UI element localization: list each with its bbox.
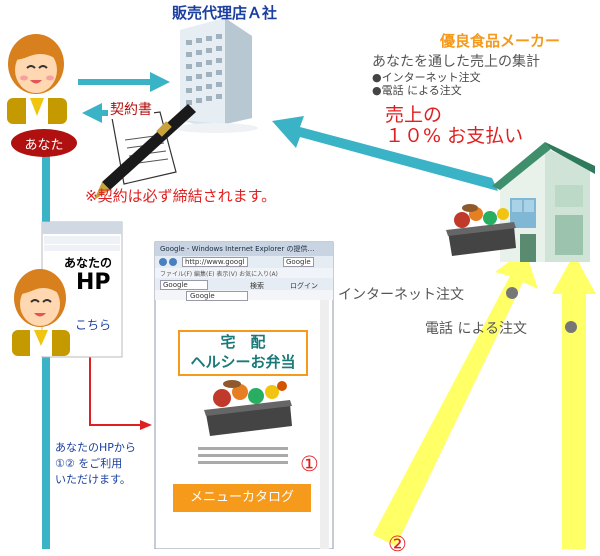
you-person-icon bbox=[7, 34, 67, 124]
arrow-to-agency bbox=[78, 72, 170, 92]
browser-search-button[interactable]: 検索 bbox=[250, 282, 264, 290]
fountain-pen-icon bbox=[94, 104, 196, 200]
usage-note-line2: ①② をご利用 bbox=[55, 457, 123, 470]
browser-menu: ファイル(F) 編集(E) 表示(V) お気に入り(A) bbox=[160, 271, 278, 278]
menu-catalog-button[interactable]: メニューカタログ bbox=[173, 484, 311, 512]
agency-title: 販売代理店Ａ社 bbox=[172, 4, 278, 22]
usage-note-line3: いただけます。 bbox=[55, 473, 131, 486]
payout-line1: 売上の bbox=[385, 104, 443, 126]
bento-heading-line2: ヘルシーお弁当 bbox=[190, 353, 296, 371]
internet-order-label: インターネット注文 bbox=[338, 287, 464, 303]
bento-heading-box bbox=[178, 330, 308, 376]
browser-address[interactable]: http://www.googl bbox=[182, 257, 248, 267]
contract-note: ※契約は必ず締結されます。 bbox=[85, 187, 277, 205]
maker-bento-icon bbox=[446, 204, 516, 256]
maker-title: 優良食品メーカー bbox=[440, 32, 561, 50]
arrow-maker-to-agency bbox=[272, 116, 498, 191]
marker-1: ① bbox=[300, 452, 319, 476]
bento-heading-line1: 宅 配 bbox=[220, 333, 266, 351]
yellow-arrow-phone bbox=[552, 254, 596, 549]
browser-search-box[interactable]: Google bbox=[160, 280, 208, 290]
maker-bullet-phone: ●電話 による注文 bbox=[372, 84, 462, 97]
hp-card-link[interactable]: こちら bbox=[75, 318, 112, 332]
hp-card-line2: HP bbox=[76, 270, 111, 295]
browser-text-lines bbox=[198, 447, 288, 464]
agency-building-icon bbox=[174, 18, 258, 133]
browser-bento-icon bbox=[204, 379, 292, 436]
marker-2: ② bbox=[388, 532, 407, 556]
contract-label: 契約書 bbox=[108, 99, 154, 119]
maker-building-icon bbox=[492, 142, 595, 262]
you-badge-bg bbox=[11, 129, 77, 157]
you-badge: あなた bbox=[24, 138, 64, 153]
maker-summary: あなたを通した売上の集計 bbox=[372, 54, 540, 70]
internet-order-dot bbox=[506, 287, 518, 299]
browser-login-button[interactable]: ログイン bbox=[290, 282, 318, 290]
usage-note-line1: あなたのHPから bbox=[55, 441, 136, 454]
yellow-arrow-internet bbox=[373, 250, 538, 546]
browser-page-tab[interactable]: Google bbox=[186, 291, 248, 301]
payout-line2: １０% お支払い bbox=[385, 125, 524, 147]
phone-order-dot bbox=[565, 321, 577, 333]
phone-order-label: 電話 による注文 bbox=[425, 321, 528, 337]
hp-card-line1: あなたの bbox=[64, 256, 113, 270]
maker-bullet-internet: ●インターネット注文 bbox=[372, 71, 481, 84]
browser-search-tab: Google bbox=[283, 257, 314, 267]
you-person-icon-2 bbox=[12, 269, 70, 356]
browser-title: Google - Windows Internet Explorer の提供… bbox=[160, 245, 315, 253]
